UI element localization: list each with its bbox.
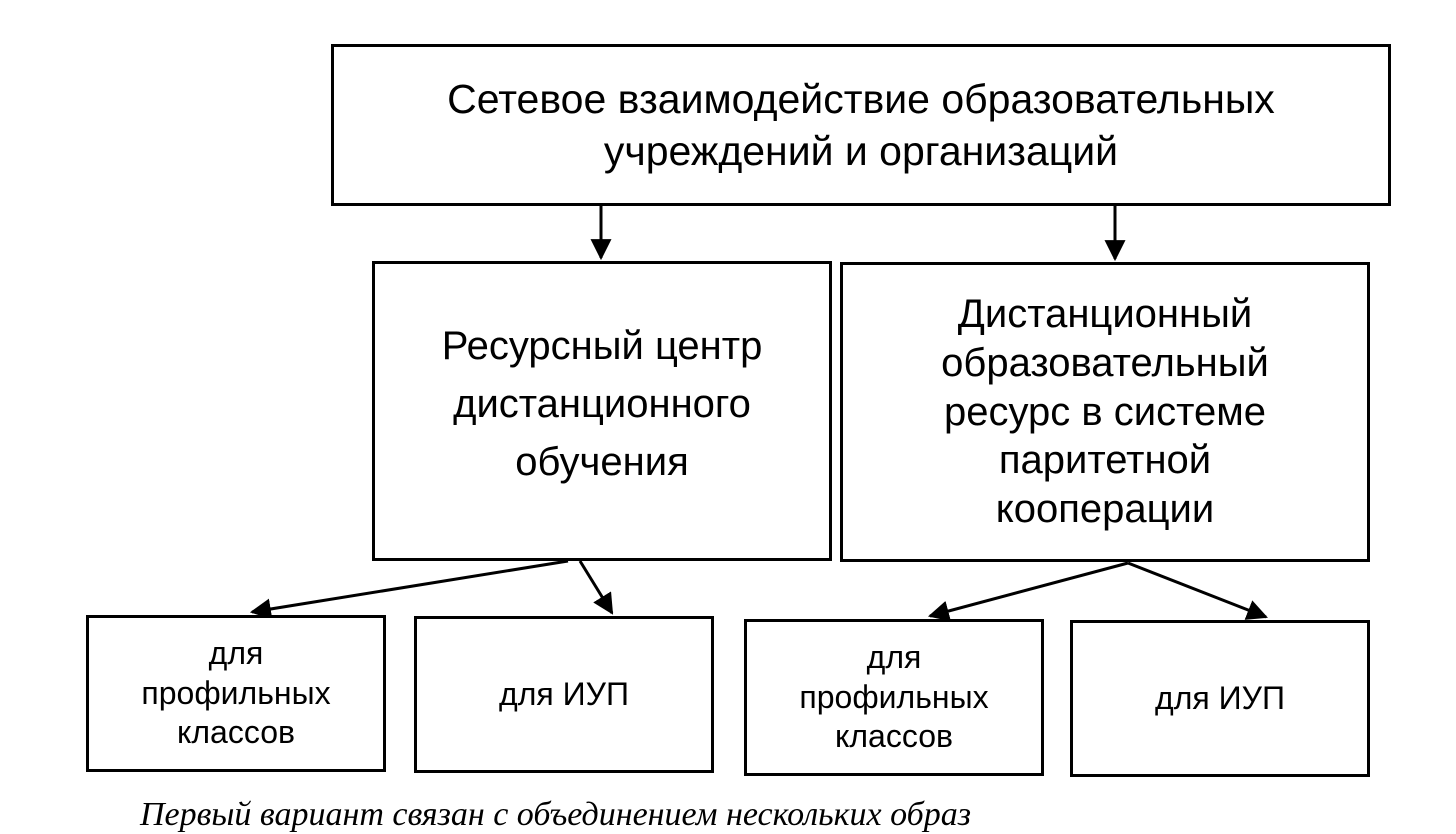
- leaf-node-iup: для ИУП: [414, 616, 714, 773]
- branch-node-resource-center: Ресурсный центр дистанционного обучения: [372, 261, 832, 561]
- branch-node-distance-resource: Дистанционный образовательный ресурс в с…: [840, 262, 1370, 562]
- connector-left-branch-to-leaf-2: [578, 560, 614, 615]
- branch-node-label: Дистанционный образовательный ресурс в с…: [941, 292, 1269, 532]
- leaf-node-label: для профильных классов: [141, 634, 331, 751]
- root-node: Сетевое взаимодействие образовательных у…: [331, 44, 1391, 206]
- branch-node-label: Ресурсный центр дистанционного обучения: [441, 324, 763, 484]
- leaf-node-iup: для ИУП: [1070, 620, 1370, 777]
- connector-right-branch-to-leaf-4: [1127, 561, 1268, 620]
- leaf-node-label: для ИУП: [1155, 679, 1285, 716]
- root-node-label: Сетевое взаимодействие образовательных у…: [447, 75, 1275, 174]
- leaf-node-label: для профильных классов: [799, 638, 989, 755]
- diagram-canvas: Сетевое взаимодействие образовательных у…: [86, 44, 1391, 833]
- leaf-node-profile-classes: для профильных классов: [744, 619, 1044, 776]
- caption-text: Первый вариант связан с объединением нес…: [140, 796, 972, 833]
- connector-left-branch-to-leaf-1: [249, 559, 569, 620]
- leaf-node-profile-classes: для профильных классов: [86, 615, 386, 772]
- leaf-node-label: для ИУП: [499, 675, 629, 712]
- connector-right-branch-to-leaf-3: [927, 561, 1129, 622]
